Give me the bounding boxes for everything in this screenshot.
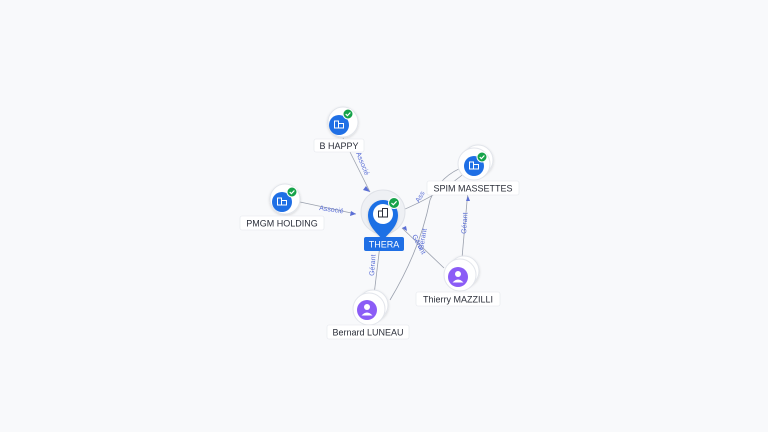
node-bernard-luneau[interactable]: Bernard LUNEAU: [326, 289, 410, 340]
node-label-spim-massettes: SPIM MASSETTES: [433, 184, 512, 194]
node-label-box: [313, 138, 365, 153]
edge-label-thierry-spim: Gérant: [461, 212, 469, 234]
check-icon: [391, 200, 398, 206]
check-icon: [289, 190, 295, 195]
person-head: [455, 271, 461, 277]
person-body: [361, 312, 373, 316]
node-label-thierry-mazzilli: Thierry MAZZILLI: [423, 295, 493, 305]
node-pmgm-holding[interactable]: PMGM HOLDING: [239, 183, 325, 231]
building-icon: [334, 120, 344, 129]
arrow-head: [350, 211, 356, 216]
edge-label-bernard-thera: Gérant: [369, 254, 377, 276]
person-head: [364, 304, 370, 310]
node-bhappy[interactable]: B HAPPY: [313, 106, 365, 153]
building-icon: [378, 208, 388, 218]
verified-icon: [286, 186, 298, 198]
node-label-box: [415, 291, 501, 307]
node-label-thera: THERA: [369, 240, 400, 250]
edge-label-thera-spim: Ass: [415, 190, 427, 204]
check-icon: [479, 155, 485, 160]
edge-label-bhappy-thera: Associé: [354, 151, 370, 176]
arrow-head: [466, 196, 470, 201]
center-label-box: [364, 237, 404, 251]
person-body: [452, 279, 464, 283]
verified-icon: [476, 151, 488, 163]
node-label-bhappy: B HAPPY: [319, 141, 358, 151]
building-icon: [469, 161, 479, 170]
node-label-box: [326, 324, 410, 340]
node-label-pmgm-holding: PMGM HOLDING: [246, 219, 318, 229]
node-label-box: [426, 180, 520, 196]
node-spim-massettes[interactable]: SPIM MASSETTES: [426, 144, 520, 196]
verified-icon: [342, 108, 354, 120]
edge-label-pmgm-thera: Associé: [319, 205, 344, 215]
node-thierry-mazzilli[interactable]: Thierry MAZZILLI: [415, 255, 501, 307]
edge-bernard-thera: [373, 244, 381, 296]
verified-icon: [388, 197, 400, 209]
edge-thierry-spim: [461, 189, 469, 259]
node-label-box: [239, 215, 325, 231]
check-icon: [345, 112, 351, 117]
edge-thierry-thera: [401, 227, 445, 269]
edge-bernard-spim: [389, 165, 467, 301]
arrow-head: [402, 226, 407, 231]
edge-pmgm-thera: [299, 201, 357, 215]
node-thera[interactable]: THERA: [360, 189, 406, 251]
node-label-bernard-luneau: Bernard LUNEAU: [332, 328, 403, 338]
arrow-head: [363, 186, 370, 192]
edge-label-bernard-spim: Gérant: [418, 228, 429, 250]
building-icon: [277, 197, 287, 206]
